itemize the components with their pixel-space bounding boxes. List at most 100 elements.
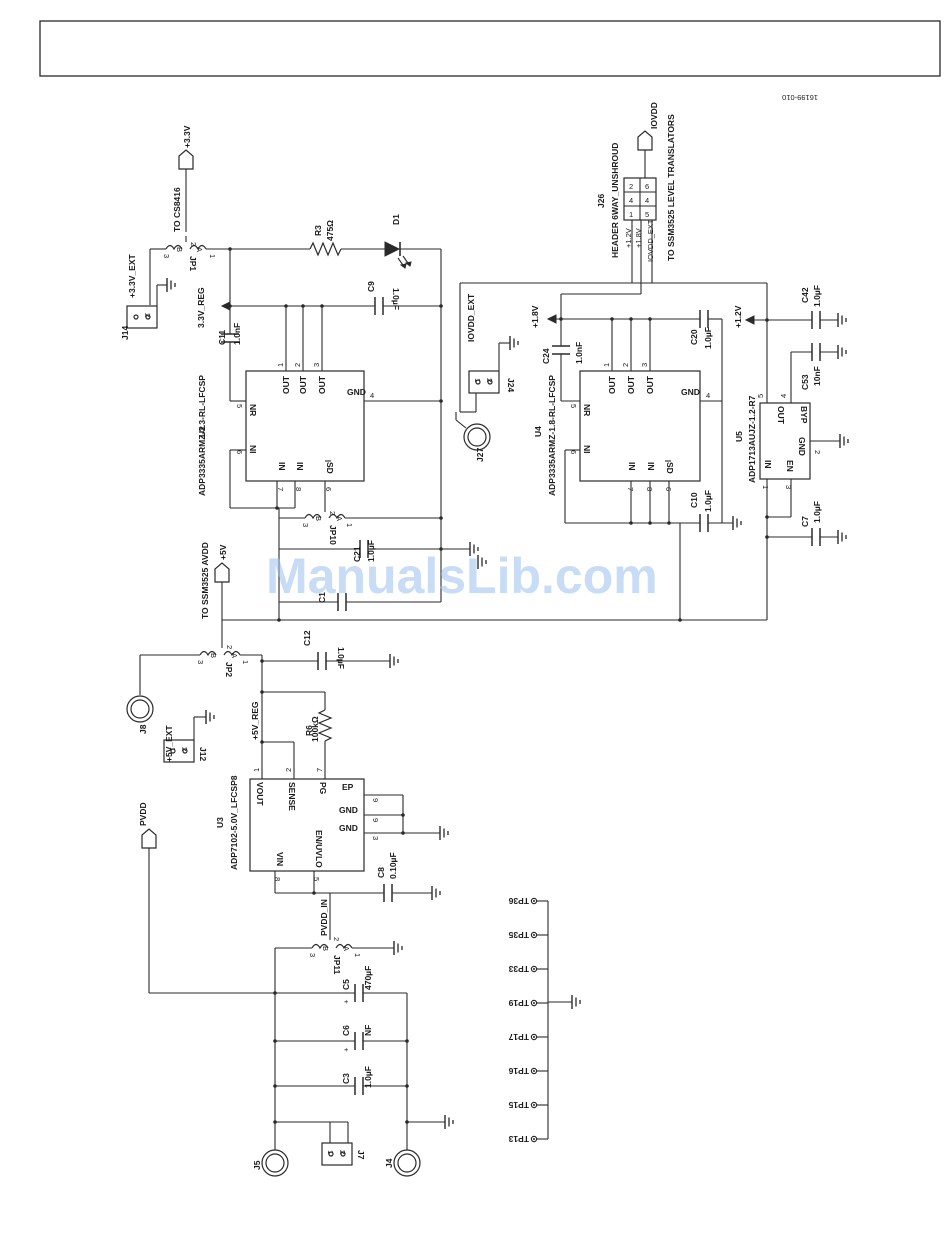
- c-bottom-ref: C1: [317, 592, 327, 603]
- svg-text:4: 4: [706, 391, 710, 400]
- svg-text:2: 2: [293, 363, 302, 367]
- test-point-label: TP17: [508, 1032, 529, 1042]
- svg-text:TO CS8416: TO CS8416: [172, 187, 182, 232]
- svg-text:1: 1: [168, 747, 177, 751]
- svg-text:2: 2: [621, 363, 630, 367]
- svg-text:4: 4: [629, 196, 633, 205]
- svg-text:PG: PG: [318, 782, 328, 795]
- svg-text:3: 3: [301, 523, 310, 527]
- svg-text:3: 3: [312, 363, 321, 367]
- j7-connector: 1 2 J7: [321, 1142, 366, 1166]
- svg-text:J7: J7: [356, 1150, 366, 1160]
- c5-ref: C5: [341, 979, 351, 990]
- svg-text:JP11: JP11: [332, 955, 342, 975]
- net-5v-ext-label: +5V_EXT: [164, 725, 174, 762]
- svg-text:ADP7102-5.0V_LFCSP8: ADP7102-5.0V_LFCSP8: [229, 775, 239, 870]
- svg-text:1: 1: [629, 210, 633, 219]
- c53-value: 10nF: [812, 366, 822, 386]
- r3-resistor: [309, 241, 342, 257]
- svg-text:A: A: [342, 946, 351, 951]
- j5-test-jack: J5: [252, 1149, 289, 1177]
- svg-text:GND: GND: [347, 387, 366, 397]
- svg-text:NR: NR: [582, 404, 592, 416]
- svg-text:1: 1: [208, 254, 217, 258]
- svg-text:+1.8V: +1.8V: [634, 228, 643, 248]
- c5-plus: +: [344, 997, 349, 1006]
- net-3v3-flag: +3.3V TO CS8416: [172, 125, 194, 232]
- c20-value: 1.0µF: [703, 327, 713, 349]
- title-block-frame: [39, 20, 941, 77]
- c6-ref: C6: [341, 1025, 351, 1036]
- svg-text:GND: GND: [681, 387, 700, 397]
- svg-text:6: 6: [324, 487, 333, 491]
- c5-value: 470µF: [363, 966, 373, 990]
- svg-text:1: 1: [602, 363, 611, 367]
- j12-connector: 1 2 J12: [163, 739, 208, 763]
- net-iovdd-flag: IOVDD TO SSM3525 LEVEL TRANSLATORS: [637, 102, 676, 261]
- test-point-label: TP16: [508, 1066, 529, 1076]
- svg-text:OUT: OUT: [776, 406, 786, 425]
- svg-text:3: 3: [640, 363, 649, 367]
- svg-text:J8: J8: [138, 724, 148, 734]
- c8-value: 0.10µF: [388, 852, 398, 879]
- svg-text:OUT: OUT: [645, 375, 655, 394]
- test-point-tp16: TP16: [508, 1066, 548, 1076]
- svg-text:U2: U2: [197, 426, 207, 437]
- c12-ref: C12: [302, 630, 312, 646]
- svg-text:OUT: OUT: [281, 375, 291, 394]
- svg-text:6: 6: [569, 450, 578, 454]
- c7-ref: C7: [800, 516, 810, 527]
- svg-text:JP2: JP2: [224, 662, 234, 677]
- net-5v-flag: +5V TO SSM3525 AVDD: [200, 542, 230, 638]
- c10-value: 1.0µF: [703, 490, 713, 512]
- c20-ref: C20: [689, 329, 699, 345]
- c21-ref: C21: [352, 546, 362, 562]
- svg-text:OUT: OUT: [317, 375, 327, 394]
- svg-text:8: 8: [294, 487, 303, 491]
- test-point-tp35: TP35: [508, 930, 548, 940]
- r3-ref: R3: [313, 225, 323, 236]
- d1-led: D1: [384, 214, 412, 269]
- svg-text:3: 3: [784, 485, 793, 489]
- svg-text:J27: J27: [475, 448, 485, 462]
- svg-text:2: 2: [180, 747, 189, 751]
- svg-text:J4: J4: [384, 1158, 394, 1168]
- svg-text:2: 2: [189, 242, 198, 246]
- test-point-tp33: TP33: [508, 964, 548, 974]
- net-3v3-reg-label: 3.3V_REG: [196, 287, 206, 328]
- c21-value: 1.0µF: [366, 540, 376, 562]
- net-1v8-label: +1.8V: [530, 305, 540, 328]
- svg-text:OUT: OUT: [607, 375, 617, 394]
- test-point-tp13: TP13: [508, 1134, 548, 1144]
- j4-test-jack: J4: [384, 1149, 421, 1177]
- c3-ref: C3: [341, 1073, 351, 1084]
- svg-text:5: 5: [569, 404, 578, 408]
- c6-value: NF: [363, 1025, 373, 1036]
- svg-text:7: 7: [315, 768, 324, 772]
- c8-ref: C8: [376, 867, 386, 878]
- test-point-tp36: TP36: [508, 896, 548, 906]
- u5-regulator: OUT 5 BYP 4 GND 2 IN 1 EN 3 ADP1713AUJZ-…: [734, 394, 822, 489]
- r6-resistor: [317, 709, 333, 742]
- c12-value: 1.0µF: [336, 647, 346, 669]
- svg-text:ADP3335ARMZ-1.8-RL-LFCSP: ADP3335ARMZ-1.8-RL-LFCSP: [547, 375, 557, 496]
- svg-text:IOVDD: IOVDD: [649, 102, 659, 129]
- c6-plus: +: [344, 1045, 349, 1054]
- j27-test-jack: J27: [455, 419, 491, 462]
- svg-text:6: 6: [235, 450, 244, 454]
- u3-regulator: 1 2 7 VOUT SENSE PG EP GND GND 9 9 3 VIN…: [215, 768, 380, 881]
- svg-text:1: 1: [276, 363, 285, 367]
- svg-text:GND: GND: [339, 805, 358, 815]
- svg-text:1: 1: [345, 523, 354, 527]
- svg-text:NI: NI: [582, 445, 592, 454]
- svg-text:HEADER 6WAY_UNSHROUD: HEADER 6WAY_UNSHROUD: [610, 143, 620, 258]
- svg-text:BYP: BYP: [799, 406, 809, 424]
- svg-text:IN: IN: [763, 460, 773, 469]
- svg-text:IN: IN: [277, 462, 287, 471]
- svg-text:J12: J12: [198, 747, 208, 761]
- test-point-tp15: TP15: [508, 1100, 548, 1110]
- r6-ref: R6: [304, 725, 314, 736]
- svg-text:ADP1713AUJZ-1.2-R7: ADP1713AUJZ-1.2-R7: [747, 395, 757, 483]
- svg-text:A: A: [195, 247, 204, 252]
- c11-ref: C11: [217, 330, 227, 345]
